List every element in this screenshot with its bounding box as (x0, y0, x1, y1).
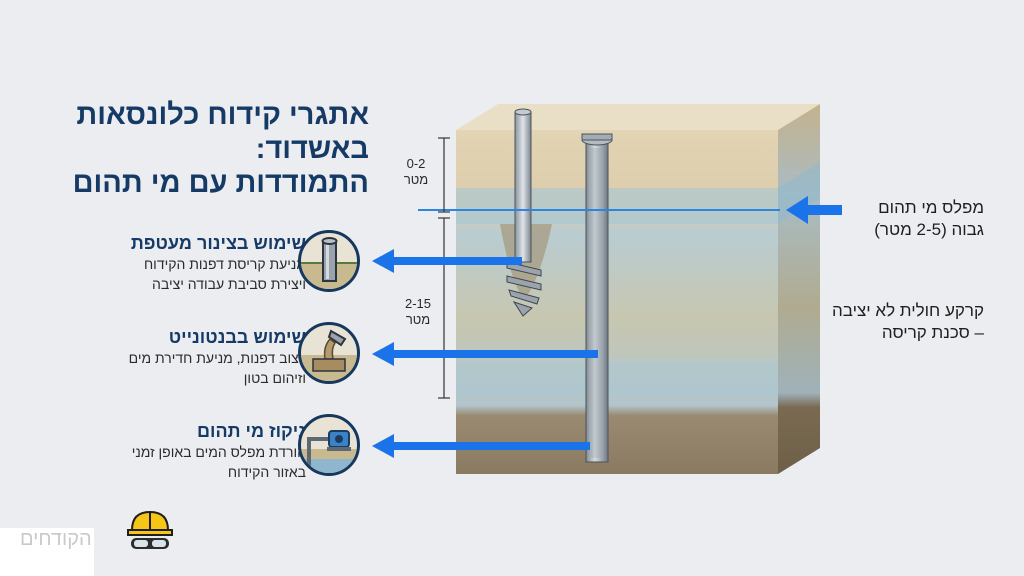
title-line-3: התמודדות עם מי תהום (72, 167, 369, 199)
depth-value: 0-2 (406, 156, 426, 171)
groundwater-arrow (786, 196, 842, 224)
bentonite-pour-icon (298, 322, 360, 384)
benefit-desc-line: וזיהום בטון (243, 370, 306, 386)
benefit-desc-line: באזור הקידוח (227, 464, 306, 480)
title-line-1: אתגרי קידוח כלונסאות (76, 99, 369, 131)
depth-value: 2-15 (404, 296, 432, 311)
benefit-arrows (372, 249, 598, 458)
hard-hat-goggles-icon (124, 504, 176, 556)
groundwater-band (456, 188, 778, 224)
depth-unit: מטר (405, 312, 431, 327)
soil-warning-line-1: קרקע חולית לא יציבה (831, 301, 984, 320)
watermark-box (0, 528, 94, 576)
soil-front-face (456, 130, 778, 474)
arrow-casing (392, 257, 522, 265)
benefit-desc-line: ויצירת סביבת עבודה יציבה (151, 276, 306, 292)
arrow-dewatering (392, 442, 590, 450)
arrow-dewatering-head (372, 434, 394, 458)
page-title: אתגרי קידוח כלונסאות באשדוד: התמודדות עם… (39, 98, 369, 200)
soil-warning-label: קרקע חולית לא יציבה – סכנת קריסה (832, 300, 984, 344)
groundwater-label: מפלס מי תהום גבוה (2-5 מטר) (874, 197, 984, 241)
depth-dimension-lines (438, 137, 450, 399)
watermark-text: הקודחים (20, 528, 92, 550)
arrow-casing-head (372, 249, 394, 273)
benefit-title: ניקוז מי תהום (197, 421, 306, 441)
casing-pipe-icon (298, 230, 360, 292)
auger-flights (506, 261, 542, 317)
arrow-bentonite-head (372, 342, 394, 366)
benefit-bentonite: שימוש בבנטונייט ייצוב דפנות, מניעת חדירת… (129, 326, 306, 388)
groundwater-line-2: גבוה (2-5 מטר) (874, 220, 984, 239)
depth-label-mid: 2-15 מטר (396, 296, 440, 328)
soil-top-face (456, 104, 820, 130)
benefit-title: שימוש בצינור מעטפת (130, 233, 306, 253)
benefit-desc-line: הורדת מפלס המים באופן זמני (131, 444, 306, 460)
soil-warning-line-2: – סכנת קריסה (881, 323, 984, 342)
benefit-title: שימוש בבנטונייט (168, 327, 306, 347)
depth-unit: מטר (403, 172, 429, 187)
soil-side-face (778, 104, 820, 474)
benefit-desc-line: מניעת קריסת דפנות הקידוח (143, 256, 306, 272)
drill-auger (514, 111, 532, 263)
arrow-bentonite (392, 350, 598, 358)
benefit-casing: שימוש בצינור מעטפת מניעת קריסת דפנות הקי… (131, 232, 306, 294)
benefit-dewatering: ניקוז מי תהום הורדת מפלס המים באופן זמני… (132, 420, 306, 482)
benefit-desc-line: ייצוב דפנות, מניעת חדירת מים (128, 350, 306, 366)
title-line-2: באשדוד: (255, 133, 369, 165)
groundwater-line-1: מפלס מי תהום (878, 198, 984, 217)
water-pump-icon (298, 414, 360, 476)
depth-label-top: 0-2 מטר (396, 156, 436, 188)
